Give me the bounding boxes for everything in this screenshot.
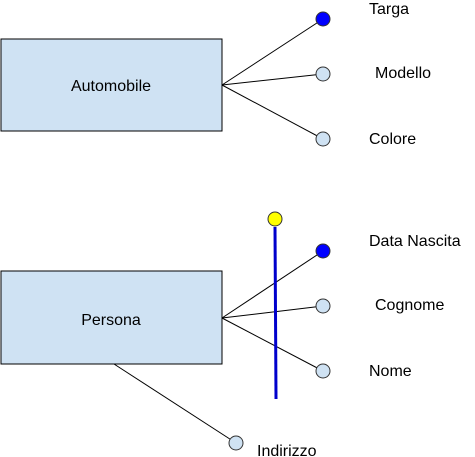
entity-label-automobile: Automobile xyxy=(71,78,151,95)
key-identifier-line[interactable] xyxy=(273,226,278,400)
connector-colore xyxy=(221,84,324,140)
attribute-label-targa: Targa xyxy=(369,1,409,18)
attribute-label-data-nascita: Data Nascita xyxy=(369,233,461,250)
attribute-targa[interactable]: Targa xyxy=(315,1,409,27)
attribute-label-colore: Colore xyxy=(369,131,416,148)
connector-cognome xyxy=(221,305,324,319)
attribute-modello[interactable]: Modello xyxy=(315,65,431,82)
connector-targa xyxy=(221,18,324,86)
attribute-circle-data-nascita[interactable] xyxy=(315,243,331,259)
attribute-colore[interactable]: Colore xyxy=(315,131,416,148)
attribute-cognome[interactable]: Cognome xyxy=(315,297,444,314)
attribute-circle-indirizzo[interactable] xyxy=(228,435,244,451)
attribute-circle-targa[interactable] xyxy=(315,11,331,27)
attribute-nome[interactable]: Nome xyxy=(315,363,412,380)
connector-data-nascita xyxy=(221,250,324,319)
attribute-label-indirizzo: Indirizzo xyxy=(257,443,317,457)
entity-persona[interactable]: Persona xyxy=(0,250,324,444)
attribute-data-nascita[interactable]: Data Nascita xyxy=(315,233,461,259)
connector-indirizzo xyxy=(113,363,237,444)
connector-modello xyxy=(221,73,324,86)
attribute-label-nome: Nome xyxy=(369,363,412,380)
attribute-circle-colore[interactable] xyxy=(315,131,331,147)
entity-box-persona[interactable] xyxy=(0,270,223,365)
attribute-circle-cognome[interactable] xyxy=(315,298,331,314)
attribute-label-cognome: Cognome xyxy=(375,297,444,314)
attribute-label-modello: Modello xyxy=(375,65,431,82)
attribute-indirizzo[interactable]: Indirizzo xyxy=(228,435,317,457)
entity-box-automobile[interactable] xyxy=(0,38,223,132)
key-identifier-circle[interactable] xyxy=(267,211,283,227)
key-identifier-marker[interactable] xyxy=(267,211,283,400)
entity-automobile[interactable]: Automobile xyxy=(0,18,324,140)
attribute-circle-nome[interactable] xyxy=(315,363,331,379)
entity-label-persona: Persona xyxy=(81,312,141,329)
connector-nome xyxy=(221,317,324,372)
attribute-circle-modello[interactable] xyxy=(315,66,331,82)
